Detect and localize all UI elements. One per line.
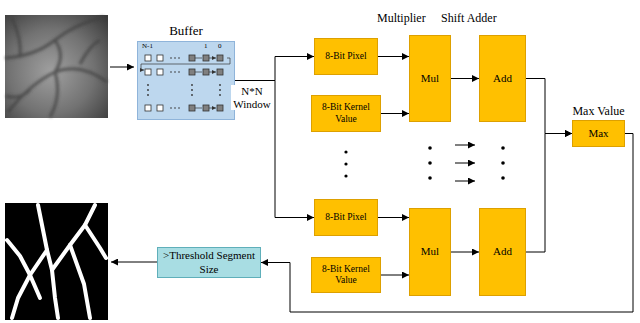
node-body: 8-Bit Pixel	[325, 212, 366, 223]
output-segmentation-image	[5, 203, 108, 320]
node-text: Add	[493, 245, 512, 258]
node-text: 8-Bit Kernel Value	[312, 264, 380, 287]
segmentation-background	[5, 203, 108, 320]
pixel-box: 8-Bit Pixel	[314, 199, 378, 236]
node-text: Mul	[421, 72, 439, 85]
node-body: >Threshold Segment Size	[158, 249, 260, 275]
node-text: Max	[588, 127, 608, 140]
connector-arrow	[381, 113, 409, 114]
max-box: Max ValueMax	[572, 120, 625, 147]
kernel-box: 8-Bit Kernel Value	[311, 95, 381, 132]
node-text: 8-Bit Kernel Value	[312, 102, 380, 125]
threshold-box: >Threshold Segment Size	[157, 247, 261, 278]
node-body: Add	[493, 72, 512, 85]
node-text: Mul	[421, 245, 439, 258]
ellipsis-dots	[344, 146, 504, 180]
connector-arrow	[378, 56, 409, 57]
node-body: Add	[493, 245, 512, 258]
register-index: 1	[204, 43, 208, 51]
shift-register-illustration	[137, 41, 235, 120]
node-text: Add	[493, 72, 512, 85]
multiplier-box: Mul	[409, 35, 451, 122]
node-text: 8-Bit Pixel	[325, 51, 366, 62]
adder-box: Add	[479, 35, 526, 122]
register-index: N-1	[142, 43, 153, 51]
column-heading: Multiplier	[377, 12, 426, 25]
connector-arrow	[526, 79, 572, 134]
node-body: Mul	[421, 245, 439, 258]
edge-label: N*N Window	[231, 85, 273, 110]
node-body: 8-Bit Kernel Value	[312, 102, 380, 125]
node-heading: Max Value	[572, 104, 624, 118]
node-body: Mul	[421, 72, 439, 85]
node-body: Max	[588, 127, 608, 140]
register-index: 0	[218, 43, 222, 51]
fundus-vessels	[5, 17, 107, 117]
output-arrow	[111, 262, 160, 263]
input-arrow	[110, 67, 134, 68]
node-body: 8-Bit Kernel Value	[312, 264, 380, 287]
connector-arrow	[451, 252, 479, 253]
parallel-arrows	[455, 145, 475, 181]
connector-arrow	[526, 134, 572, 253]
connector-arrow	[261, 134, 633, 313]
node-heading: Buffer	[169, 23, 203, 39]
column-heading: Shift Adder	[441, 12, 497, 25]
adder-box: Add	[479, 208, 526, 296]
kernel-box: 8-Bit Kernel Value	[311, 257, 381, 293]
fundus-background	[5, 15, 108, 118]
node-text: 8-Bit Pixel	[325, 212, 366, 223]
pixel-box: 8-Bit Pixel	[314, 38, 378, 75]
connector-arrow	[381, 275, 409, 276]
node-body: 8-Bit Pixel	[325, 51, 366, 62]
node-text: >Threshold Segment Size	[158, 249, 260, 275]
connector-arrow	[378, 217, 409, 218]
multiplier-box: Mul	[409, 208, 451, 296]
connector-arrow	[451, 78, 479, 79]
segmented-vessels	[7, 205, 106, 318]
connector-arrow	[235, 57, 314, 81]
input-fundus-image	[5, 15, 108, 118]
